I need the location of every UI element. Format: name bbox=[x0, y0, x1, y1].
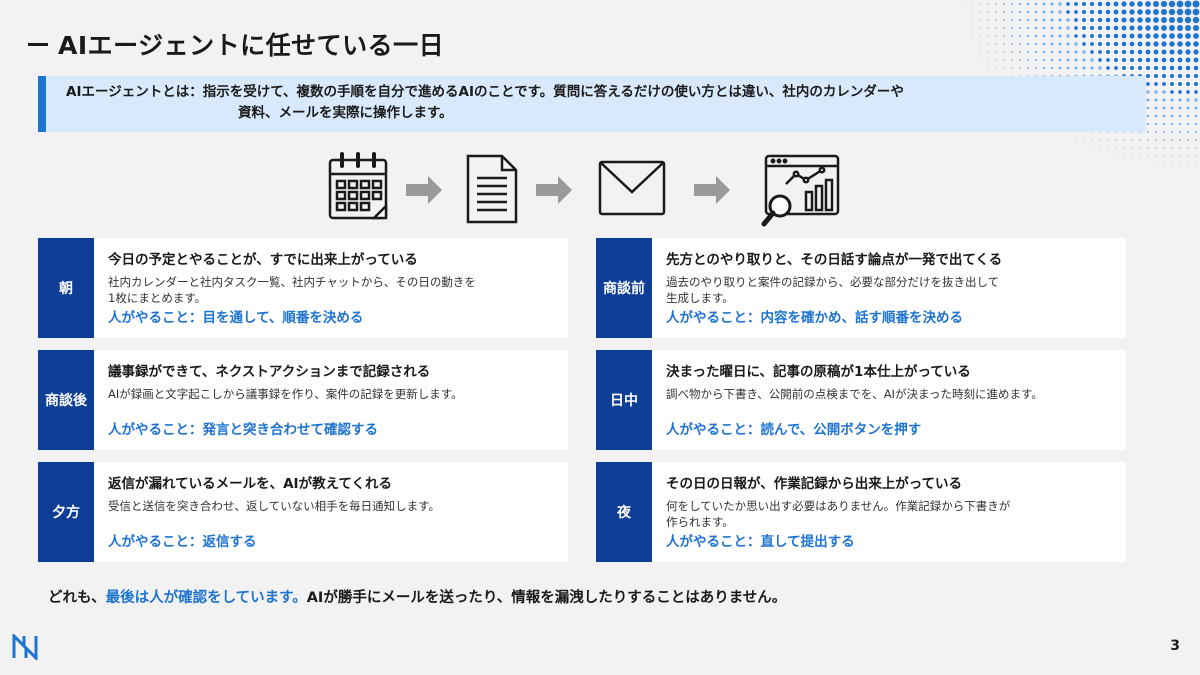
footer-highlight: 最後は人が確認をしています。 bbox=[105, 590, 307, 606]
callout-label: AIエージェントとは： bbox=[66, 84, 203, 100]
card-description-line-1: 調べ物から下書き、公開前の点検までを、AIが決まった時刻に進めます。 bbox=[666, 387, 1043, 401]
slide-title: AIエージェントに任せている一日 bbox=[28, 26, 444, 62]
card-heading: 決まった曜日に、記事の原稿が1本仕上がっている bbox=[666, 364, 971, 380]
callout-line-2: 資料、メールを実際に操作します。 bbox=[238, 105, 453, 121]
card-tag: 商談後 bbox=[38, 350, 94, 450]
card-description-line-1: 社内カレンダーと社内タスク一覧、社内チャットから、その日の動きを bbox=[108, 275, 476, 289]
card-tag: 日中 bbox=[596, 350, 652, 450]
document-icon bbox=[466, 154, 518, 224]
company-logo-icon bbox=[12, 634, 38, 660]
card-heading: 議事録ができて、ネクストアクションまで記録される bbox=[108, 364, 431, 380]
timeline-card-before-meeting: 商談前 先方とのやり取りと、その日話す論点が一発で出てくる 過去のやり取りと案件… bbox=[596, 238, 1126, 338]
card-description: 受信と送信を突き合わせ、返していない相手を毎日通知します。 bbox=[108, 498, 554, 514]
card-heading: その日の日報が、作業記録から出来上がっている bbox=[666, 476, 963, 492]
mail-icon bbox=[598, 160, 666, 216]
card-description-line-1: AIが録画と文字起こしから議事録を作り、案件の記録を更新します。 bbox=[108, 387, 463, 401]
card-description: 過去のやり取りと案件の記録から、必要な部分だけを抜き出して 生成します。 bbox=[666, 274, 1112, 306]
page-number: 3 bbox=[1170, 638, 1180, 654]
card-description-line-1: 受信と送信を突き合わせ、返していない相手を毎日通知します。 bbox=[108, 499, 441, 513]
definition-callout: AIエージェントとは： 指示を受けて、複数の手順を自分で進めるAIのことです。質… bbox=[38, 76, 1146, 132]
card-description-line-2: 1枚にまとめます。 bbox=[108, 291, 207, 305]
footer-post: AIが勝手にメールを送ったり、情報を漏洩したりすることはありません。 bbox=[306, 590, 787, 606]
footer-note: どれも、最後は人が確認をしています。AIが勝手にメールを送ったり、情報を漏洩した… bbox=[48, 586, 786, 607]
card-tag: 夕方 bbox=[38, 462, 94, 562]
card-tag: 商談前 bbox=[596, 238, 652, 338]
timeline-card-night: 夜 その日の日報が、作業記録から出来上がっている 何をしていたか思い出す必要はあ… bbox=[596, 462, 1126, 562]
card-human-task: 人がやること：内容を確かめ、話す順番を決める bbox=[666, 310, 963, 326]
card-heading: 今日の予定とやることが、すでに出来上がっている bbox=[108, 252, 418, 268]
card-human-task: 人がやること：返信する bbox=[108, 534, 257, 550]
card-description-line-2: 作られます。 bbox=[666, 515, 734, 529]
footer-pre: どれも、 bbox=[48, 590, 106, 606]
card-tag: 朝 bbox=[38, 238, 94, 338]
analytics-icon bbox=[761, 154, 840, 227]
card-description: 社内カレンダーと社内タスク一覧、社内チャットから、その日の動きを 1枚にまとめま… bbox=[108, 274, 554, 306]
card-description-line-1: 過去のやり取りと案件の記録から、必要な部分だけを抜き出して bbox=[666, 275, 1000, 289]
card-description-line-1: 何をしていたか思い出す必要はありません。作業記録から下書きが bbox=[666, 499, 1011, 513]
arrow-icon bbox=[406, 176, 442, 204]
timeline-card-evening: 夕方 返信が漏れているメールを、AIが教えてくれる 受信と送信を突き合わせ、返し… bbox=[38, 462, 568, 562]
card-heading: 先方とのやり取りと、その日話す論点が一発で出てくる bbox=[666, 252, 1003, 268]
card-human-task: 人がやること：直して提出する bbox=[666, 534, 855, 550]
title-dash bbox=[28, 42, 48, 46]
card-human-task: 人がやること：発言と突き合わせて確認する bbox=[108, 422, 378, 438]
callout-line-1: 指示を受けて、複数の手順を自分で進めるAIのことです。質問に答えるだけの使い方と… bbox=[202, 84, 904, 100]
slide-title-text: AIエージェントに任せている一日 bbox=[58, 31, 445, 60]
timeline-card-after-meeting: 商談後 議事録ができて、ネクストアクションまで記録される AIが録画と文字起こし… bbox=[38, 350, 568, 450]
timeline-card-morning: 朝 今日の予定とやることが、すでに出来上がっている 社内カレンダーと社内タスク一… bbox=[38, 238, 568, 338]
arrow-icon bbox=[536, 176, 572, 204]
card-description: 調べ物から下書き、公開前の点検までを、AIが決まった時刻に進めます。 bbox=[666, 386, 1112, 402]
arrow-icon bbox=[694, 176, 730, 204]
card-tag: 夜 bbox=[596, 462, 652, 562]
card-description: 何をしていたか思い出す必要はありません。作業記録から下書きが 作られます。 bbox=[666, 498, 1112, 530]
timeline-card-daytime: 日中 決まった曜日に、記事の原稿が1本仕上がっている 調べ物から下書き、公開前の… bbox=[596, 350, 1126, 450]
calendar-icon bbox=[328, 152, 388, 220]
card-description: AIが録画と文字起こしから議事録を作り、案件の記録を更新します。 bbox=[108, 386, 554, 402]
card-description-line-2: 生成します。 bbox=[666, 291, 734, 305]
card-human-task: 人がやること：読んで、公開ボタンを押す bbox=[666, 422, 922, 438]
card-heading: 返信が漏れているメールを、AIが教えてくれる bbox=[108, 476, 392, 492]
workflow-icons bbox=[328, 152, 840, 227]
card-human-task: 人がやること：目を通して、順番を決める bbox=[108, 310, 364, 326]
